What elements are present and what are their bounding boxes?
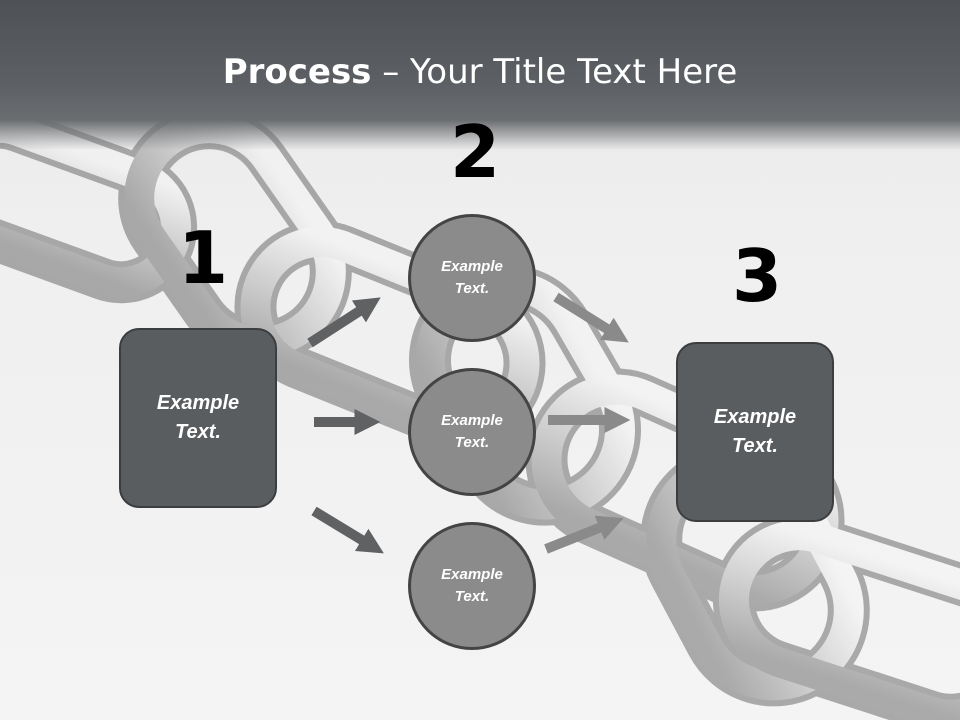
circle-1-label: Example Text.: [441, 257, 503, 298]
step-number-1: 1: [178, 216, 229, 300]
title-rest: – Your Title Text Here: [371, 52, 738, 92]
arrow-1-to-circle-3: [311, 506, 384, 554]
step-1-box[interactable]: Example Text.: [119, 328, 277, 508]
step-number-3: 3: [732, 234, 783, 318]
circle-3[interactable]: Example Text.: [408, 522, 536, 650]
header-bar: [0, 0, 960, 150]
circle-3-label: Example Text.: [441, 565, 503, 606]
arrow-1-to-circle-1: [307, 297, 381, 348]
step-3-box[interactable]: Example Text.: [676, 342, 834, 522]
circle-2-label: Example Text.: [441, 411, 503, 452]
step-3-label: Example Text.: [713, 406, 797, 457]
step-number-2: 2: [450, 110, 501, 194]
slide-title: Process – Your Title Text Here: [0, 52, 960, 92]
arrow-circle-1-to-3: [553, 292, 629, 343]
arrow-circle-3-to-3: [544, 515, 624, 554]
circle-2[interactable]: Example Text.: [408, 368, 536, 496]
circle-1[interactable]: Example Text.: [408, 214, 536, 342]
title-bold: Process: [222, 52, 372, 92]
step-1-label: Example Text.: [156, 392, 240, 443]
